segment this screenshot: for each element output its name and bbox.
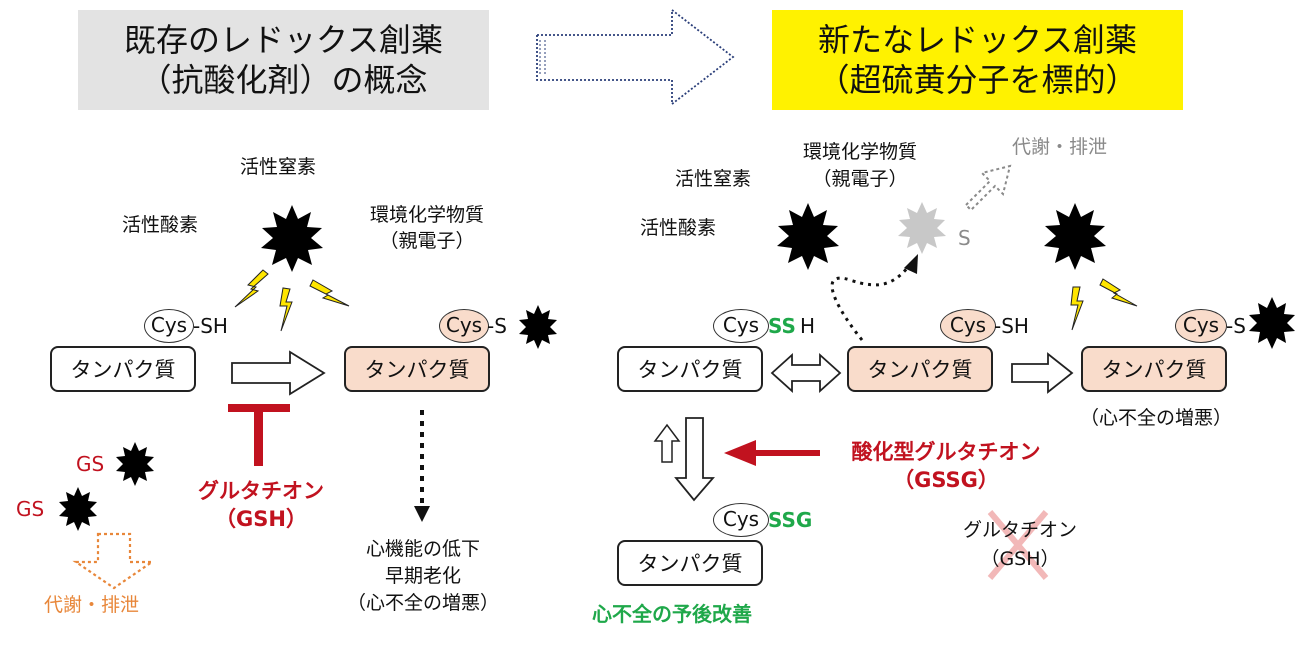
left-outcome-1: 心機能の低下 <box>365 538 480 560</box>
right-gssg-label-1: 酸化型グルタチオン <box>851 440 1041 464</box>
right-double-arrow <box>770 352 842 394</box>
header-left-line1: 既存のレドックス創薬 <box>123 21 444 59</box>
right-up-arrow <box>653 423 681 463</box>
left-gs-burst-2 <box>59 487 97 531</box>
right-metab-label: 代謝・排泄 <box>1012 136 1108 158</box>
right-ros-label: 活性酸素 <box>640 217 717 239</box>
right-rns-label: 活性窒素 <box>675 168 752 190</box>
left-lightning-1 <box>234 269 269 308</box>
right-gsh-label-2: （GSH） <box>980 548 1060 570</box>
right-lightning-2 <box>1099 278 1138 307</box>
left-protein-2: タンパク質 <box>344 346 490 392</box>
header-right-box: 新たなレドックス創薬 （超硫黄分子を標的） <box>772 10 1183 110</box>
left-outcome-3: （心不全の増悪） <box>346 592 499 614</box>
right-down-arrow <box>674 417 715 502</box>
right-env-label-2: （親電子） <box>812 168 908 190</box>
right-cys-a: Cys <box>713 309 769 343</box>
left-rns-label: 活性窒素 <box>240 156 317 178</box>
right-curved-arrow <box>830 261 914 341</box>
left-protein-1: タンパク質 <box>50 346 196 392</box>
right-cys-c: Cys <box>1175 309 1227 343</box>
left-hollow-arrow <box>231 350 326 396</box>
left-metab-arrow <box>72 532 156 590</box>
right-gray-burst <box>898 202 946 254</box>
left-cys-burst <box>519 305 557 349</box>
left-gs-label-2: GS <box>16 497 45 521</box>
right-s-label: S <box>958 226 971 250</box>
right-ssh-h: H <box>800 314 816 338</box>
left-env-label-1: 環境化学物質 <box>369 204 484 226</box>
header-right-line2: （超硫黄分子を標的） <box>817 61 1138 99</box>
right-cys-b: Cys <box>940 309 996 343</box>
right-sh-label: -SH <box>994 314 1029 338</box>
right-ros-burst <box>777 203 839 270</box>
left-gsh-label-1: グルタチオン <box>198 479 324 503</box>
header-left-box: 既存のレドックス創薬 （抗酸化剤）の概念 <box>78 10 489 110</box>
header-transition-arrow <box>536 8 735 106</box>
left-cys-2: Cys <box>439 309 489 343</box>
left-lightning-3 <box>309 279 350 307</box>
right-cys-burst <box>1249 297 1295 349</box>
left-gs-label-1: GS <box>76 452 105 476</box>
right-ssg-label: SSG <box>768 508 813 532</box>
left-inhibit-stem <box>254 404 263 466</box>
left-s-label: -S <box>487 314 507 338</box>
right-gsh-label-1: グルタチオン <box>962 519 1077 541</box>
left-sh-label: -SH <box>193 314 228 338</box>
left-lightning-2 <box>279 287 293 332</box>
right-protein-b: タンパク質 <box>847 346 993 392</box>
right-lightning-1 <box>1070 286 1084 331</box>
right-ssh-ss: SS <box>768 314 796 338</box>
header-left-line2: （抗酸化剤）の概念 <box>139 61 428 99</box>
right-gssg-label-2: （GSSG） <box>893 468 999 492</box>
right-cys-d: Cys <box>713 503 769 537</box>
right-s-c-label: -S <box>1226 314 1246 338</box>
right-hollow-arrow <box>1011 352 1074 394</box>
right-ros-burst-2 <box>1044 203 1106 270</box>
left-gsh-label-2: （GSH） <box>215 507 307 531</box>
right-metab-arrow <box>964 164 1012 212</box>
left-outcome-2: 早期老化 <box>384 565 461 587</box>
right-hf-label: （心不全の増悪） <box>1079 407 1232 429</box>
header-right-line1: 新たなレドックス創薬 <box>817 21 1138 59</box>
left-ros-label: 活性酸素 <box>122 214 199 236</box>
right-env-label-1: 環境化学物質 <box>802 141 917 163</box>
right-protein-a: タンパク質 <box>617 346 763 392</box>
right-improve-label: 心不全の予後改善 <box>592 602 752 626</box>
left-env-label-2: （親電子） <box>379 230 475 252</box>
right-protein-d: タンパク質 <box>617 540 763 586</box>
right-gsh-cross-2 <box>987 510 1049 580</box>
left-cys-1: Cys <box>144 309 194 343</box>
left-metab-label: 代謝・排泄 <box>44 594 140 616</box>
left-gs-burst-1 <box>116 442 154 486</box>
left-ros-burst <box>261 205 323 272</box>
right-protein-c: タンパク質 <box>1081 346 1227 392</box>
